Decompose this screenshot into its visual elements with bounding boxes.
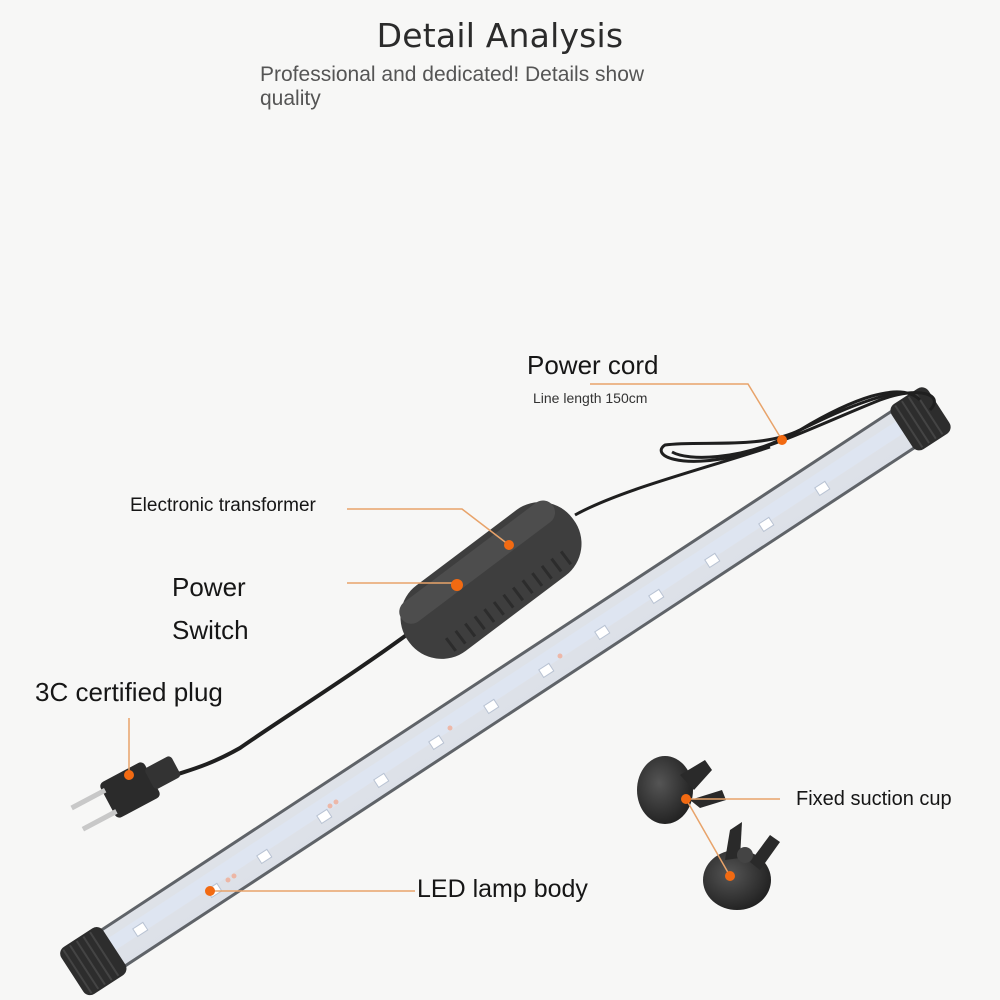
power-switch-label: Power Switch [172, 572, 249, 645]
callout-lines [128, 383, 783, 892]
callout-dots [124, 435, 787, 896]
suction-cup-1 [637, 756, 726, 824]
dot-led-body [205, 886, 215, 896]
power-cord-length: Line length 150cm [533, 390, 648, 406]
plug-label: 3C certified plug [35, 677, 223, 707]
power-cord-label: Power cord [527, 350, 659, 380]
plug-cable [174, 623, 422, 777]
transformer-label: Electronic transformer [130, 495, 316, 516]
dot-suction-cup-1 [681, 794, 691, 804]
dot-power-cord [777, 435, 787, 445]
dot-suction-cup-2 [725, 871, 735, 881]
end-cap-bottom [60, 927, 127, 996]
suction-cup-2 [703, 822, 780, 910]
dot-power-switch [451, 579, 463, 591]
page-subtitle: Professional and dedicated! Details show… [260, 63, 645, 110]
dot-transformer [504, 540, 514, 550]
led-lamp-body-label: LED lamp body [417, 875, 588, 903]
page-title: Detail Analysis [376, 16, 624, 55]
suction-cup-label: Fixed suction cup [796, 788, 952, 810]
dot-plug [124, 770, 134, 780]
plug-body [70, 756, 181, 832]
electronic-transformer-body [399, 500, 582, 659]
